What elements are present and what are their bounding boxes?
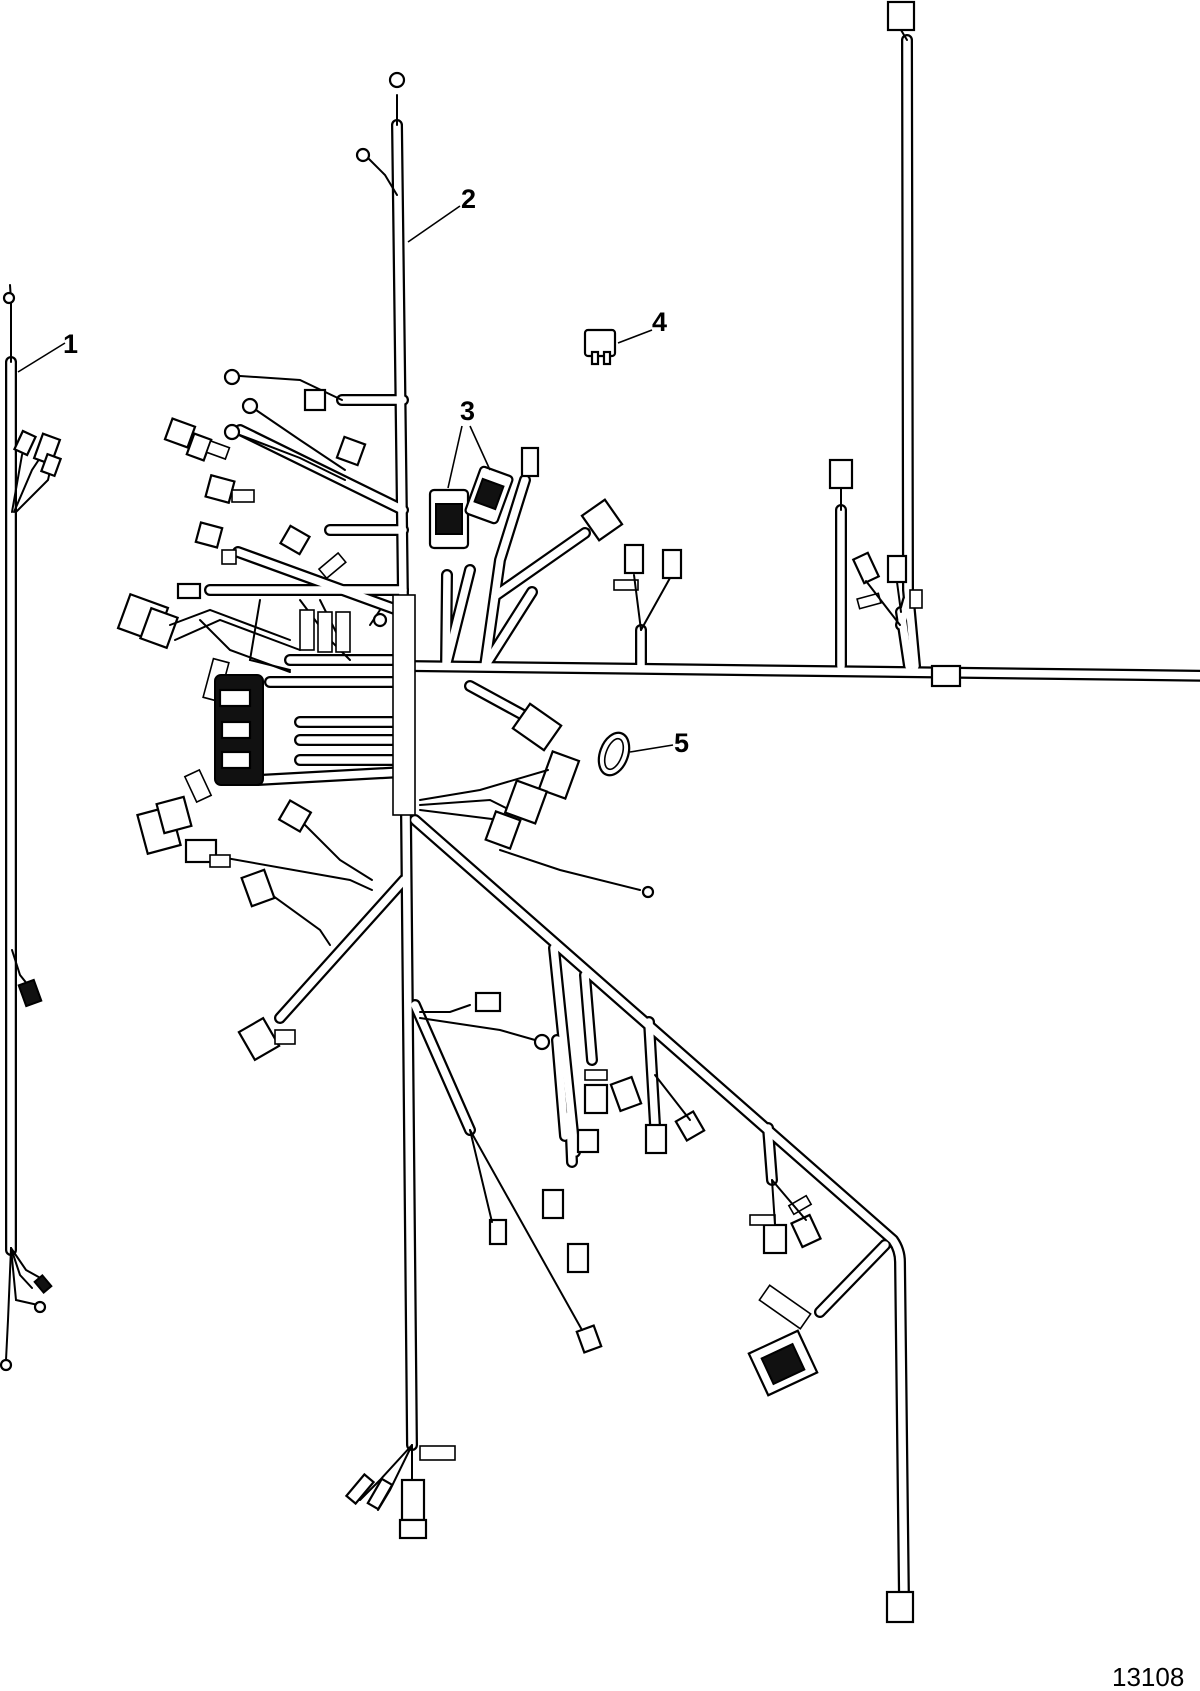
part-4-fuse <box>583 328 617 366</box>
harness-1 <box>0 284 63 1372</box>
callout-3: 3 <box>447 396 491 489</box>
harness-2 <box>116 0 1200 1624</box>
svg-text:4: 4 <box>652 307 667 337</box>
part-5-grommet <box>597 731 631 777</box>
svg-text:3: 3 <box>460 396 475 426</box>
svg-text:1: 1 <box>63 329 78 359</box>
svg-text:2: 2 <box>461 184 476 214</box>
callout-2: 2 <box>407 184 476 243</box>
figure-number: 13108 <box>1112 1662 1184 1691</box>
callout-4: 4 <box>617 307 667 344</box>
svg-text:5: 5 <box>674 728 689 758</box>
callout-5: 5 <box>629 728 689 758</box>
callout-1: 1 <box>17 329 78 373</box>
